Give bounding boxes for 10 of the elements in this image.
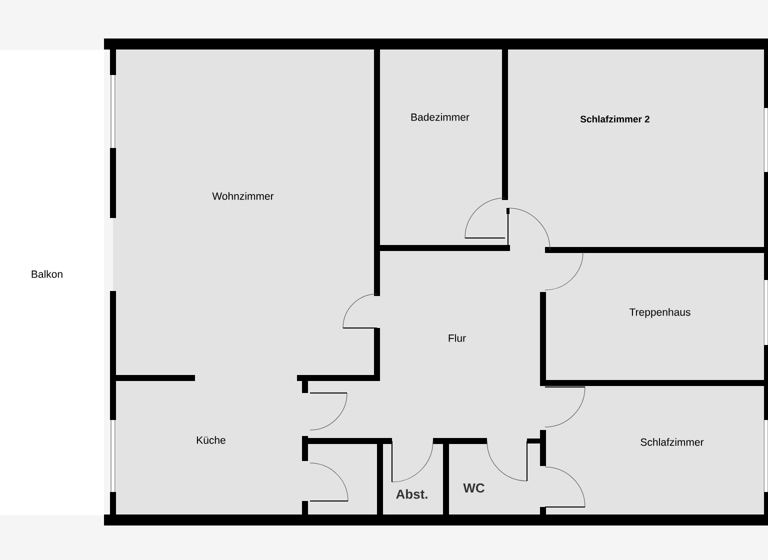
room-label: Wohnzimmer [211, 191, 275, 201]
room-label: Badezimmer [410, 112, 470, 122]
room-label: Küche [195, 435, 227, 445]
room-label: Schlafzimmer 2 [579, 114, 651, 124]
room-label: Schlafzimmer [639, 437, 705, 447]
area-label: Balkon [32, 270, 62, 278]
room-label: Treppenhaus [628, 307, 692, 319]
room-label: Flur [446, 333, 468, 343]
room-label: Abst. [394, 488, 430, 500]
room-label: WC [462, 482, 486, 494]
